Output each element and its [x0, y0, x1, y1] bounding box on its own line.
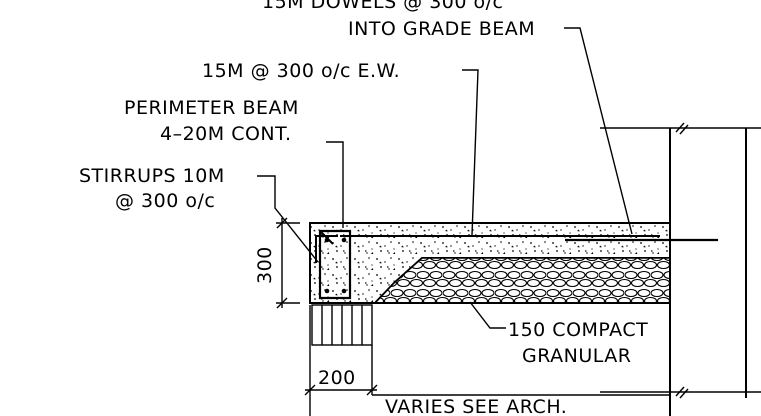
granular-fill: [373, 257, 671, 304]
dim-200-label: 200: [318, 367, 356, 389]
stirrups-label-line2: @ 300 o/c: [115, 190, 215, 212]
grade-beam-outline: [600, 122, 761, 416]
dowel-bar: [315, 235, 338, 263]
stirrup-bar: [318, 229, 352, 300]
slab-rebar-label: 15M @ 300 o/c E.W.: [202, 60, 400, 82]
varies-label: VARIES SEE ARCH.: [385, 396, 567, 416]
stirrups-label-line1: STIRRUPS 10M: [79, 165, 225, 187]
dowels-label-line2: INTO GRADE BEAM: [348, 18, 535, 40]
leader-lines: [257, 27, 633, 329]
dowels-label-line1: 15M DOWELS @ 300 o/c: [262, 0, 504, 13]
dim-300-label: 300: [254, 246, 276, 284]
dim-300: [276, 217, 300, 309]
granular-label-line1: 150 COMPACT: [508, 319, 648, 341]
granular-label-line2: GRANULAR: [522, 345, 632, 367]
perimeter-beam-label-line1: PERIMETER BEAM: [124, 97, 299, 119]
perimeter-bars: [324, 237, 347, 294]
perimeter-beam-label-line2: 4–20M CONT.: [160, 123, 292, 145]
soil-hatch: [311, 304, 373, 346]
stirrup-hook: [319, 230, 334, 245]
dim-200: [304, 305, 378, 416]
